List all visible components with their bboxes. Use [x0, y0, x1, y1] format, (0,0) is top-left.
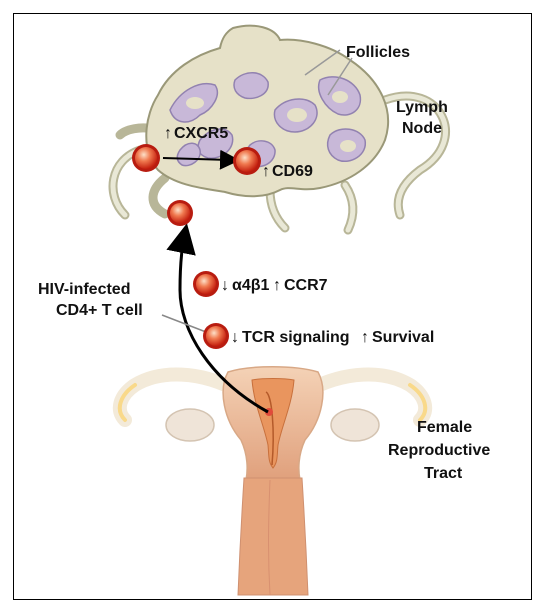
t-cell-integrin	[193, 271, 219, 297]
hiv-label-1: HIV-infected	[38, 281, 130, 298]
frt-label-2: Reproductive	[388, 442, 490, 459]
vagina	[238, 478, 308, 595]
hiv-label-2: CD4+ T cell	[56, 302, 143, 319]
frt-label-1: Female	[417, 419, 472, 436]
cxcr5-label: CXCR5	[174, 125, 228, 142]
survival-up-arrow: ↑	[361, 329, 369, 346]
integrin-label: α4β1	[232, 277, 270, 294]
t-cell-follicle	[233, 147, 261, 175]
integrin-down-arrow: ↓	[221, 277, 229, 294]
cd69-up-arrow: ↑	[262, 163, 270, 180]
cxcr5-up-arrow: ↑	[164, 125, 172, 142]
survival-label: Survival	[372, 329, 434, 346]
ccr7-label: CCR7	[284, 277, 328, 294]
tcr-label: TCR signaling	[242, 329, 350, 346]
cd69-label: CD69	[272, 163, 313, 180]
t-cell-migrating	[167, 200, 193, 226]
t-cell-hiv-infected	[203, 323, 229, 349]
frt-label-3: Tract	[424, 465, 463, 482]
tcr-down-arrow: ↓	[231, 329, 239, 346]
ccr7-up-arrow: ↑	[273, 277, 281, 294]
follicles-label: Follicles	[346, 44, 410, 61]
lymph-node-label-1: Lymph	[396, 99, 448, 116]
reproductive-tract	[120, 367, 425, 595]
lymph-node-label-2: Node	[402, 120, 442, 137]
t-cell-node-entry	[132, 144, 160, 172]
